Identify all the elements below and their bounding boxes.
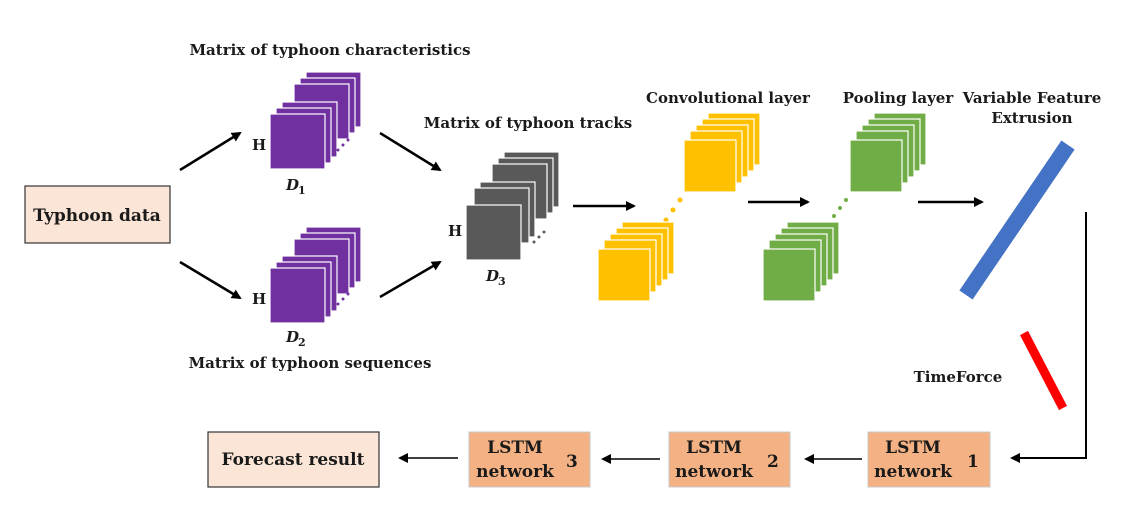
extrusion-bar xyxy=(959,140,1075,300)
conv-lower-stack xyxy=(597,221,675,302)
lstm1-number: 1 xyxy=(967,452,979,472)
convolutional-layer-label: Convolutional layer xyxy=(646,89,811,107)
matrix-tracks-label: Matrix of typhoon tracks xyxy=(424,114,632,132)
extrusion-label-line2: Extrusion xyxy=(991,109,1072,127)
matrix-sequences-label: Matrix of typhoon sequences xyxy=(189,354,432,372)
d3-subscript: 3 xyxy=(498,275,506,288)
extrusion-label-line1: Variable Feature xyxy=(962,89,1102,107)
d2-squares xyxy=(269,226,362,324)
lstm2-line2: network xyxy=(675,462,754,482)
timeforce-bar xyxy=(1020,330,1067,411)
d1-h-label: H xyxy=(252,136,266,154)
convolutional-layer: Convolutional layer xyxy=(597,89,811,302)
d2-subscript: 2 xyxy=(298,336,306,349)
matrix-d2-stack: H D 2 Matrix of typhoon sequences xyxy=(189,226,432,372)
matrix-d1-stack: Matrix of typhoon characteristics H D 1 xyxy=(189,41,470,197)
arrow-d1-to-d3 xyxy=(379,131,442,172)
lstm2-number: 2 xyxy=(767,452,779,472)
arrow-data-to-d1 xyxy=(179,131,242,172)
variable-feature-extrusion: Variable Feature Extrusion xyxy=(959,89,1102,300)
pool-upper-stack xyxy=(849,112,927,193)
lstm3-line2: network xyxy=(476,462,555,482)
d1-squares xyxy=(269,71,362,170)
d3-h-label: H xyxy=(448,222,462,240)
conv-dots xyxy=(663,197,683,223)
conv-upper-stack xyxy=(683,112,761,193)
forecast-result-node: Forecast result xyxy=(207,431,380,488)
arrow-extrusion-to-lstm1 xyxy=(1010,212,1087,463)
lstm-network-3: LSTM network 3 xyxy=(468,431,591,488)
timeforce: TimeForce xyxy=(914,330,1067,411)
matrix-characteristics-label: Matrix of typhoon characteristics xyxy=(189,41,470,59)
lstm-network-2: LSTM network 2 xyxy=(668,431,791,488)
pooling-layer-label: Pooling layer xyxy=(843,89,955,107)
matrix-d3-stack: Matrix of typhoon tracks H D 3 xyxy=(424,114,632,288)
lstm3-number: 3 xyxy=(566,452,578,472)
pool-lower-stack xyxy=(762,221,840,302)
d3-letter: D xyxy=(485,267,499,285)
lstm1-line2: network xyxy=(874,462,953,482)
lstm1-line1: LSTM xyxy=(885,438,941,458)
d3-squares xyxy=(465,151,560,261)
d1-letter: D xyxy=(285,176,299,194)
pool-dots xyxy=(832,198,848,218)
d2-letter: D xyxy=(285,328,299,346)
lstm-network-1: LSTM network 1 xyxy=(867,431,991,488)
typhoon-data-node: Typhoon data xyxy=(24,185,171,244)
lstm2-line1: LSTM xyxy=(686,438,742,458)
forecast-result-label: Forecast result xyxy=(222,450,365,470)
lstm3-line1: LSTM xyxy=(487,438,543,458)
d1-subscript: 1 xyxy=(298,184,306,197)
arrow-data-to-d2 xyxy=(179,260,242,300)
arrow-d2-to-d3 xyxy=(379,260,442,299)
pooling-layer: Pooling layer xyxy=(762,89,955,302)
d2-h-label: H xyxy=(252,290,266,308)
timeforce-label: TimeForce xyxy=(914,368,1003,386)
typhoon-data-label: Typhoon data xyxy=(33,206,161,226)
